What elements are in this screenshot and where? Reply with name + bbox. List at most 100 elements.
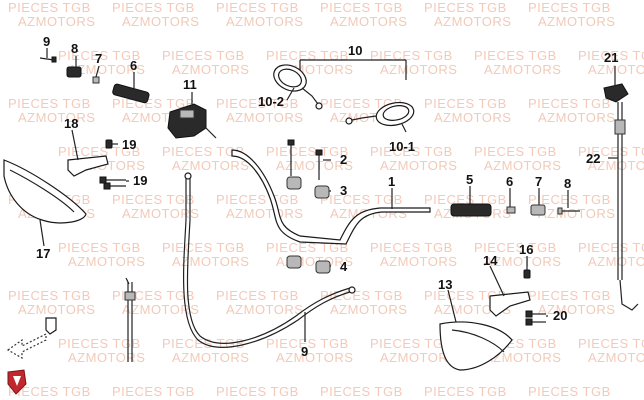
part-3-upper-clamps: [286, 176, 330, 199]
watermark-text-line1: PIECES TGB: [528, 192, 611, 207]
part-20-brake-lever: [603, 83, 629, 103]
watermark-text-line2: AZMOTORS: [122, 206, 199, 221]
watermark-text-line2: AZMOTORS: [380, 350, 457, 365]
callout-5-left: 6: [130, 58, 137, 73]
watermark-text-line1: PIECES TGB: [370, 336, 453, 351]
watermark-text-line1: PIECES TGB: [112, 0, 195, 15]
watermark-text-line1: PIECES TGB: [528, 384, 611, 399]
part-15-right-nut: [523, 269, 531, 279]
callout-10: 10: [348, 43, 362, 58]
part-10-mirrors: [273, 59, 415, 127]
callout-19-right: 20: [553, 308, 567, 323]
watermark-text-line2: AZMOTORS: [226, 110, 303, 125]
watermark-text-line2: AZMOTORS: [588, 62, 644, 77]
watermark-text-line2: AZMOTORS: [484, 350, 561, 365]
watermark-text-line1: PIECES TGB: [578, 240, 644, 255]
watermark-text-line2: AZMOTORS: [588, 158, 644, 173]
watermark-text-line1: PIECES TGB: [370, 144, 453, 159]
callout-10-1: 10-1: [389, 139, 415, 154]
watermark-text-line2: AZMOTORS: [380, 62, 457, 77]
watermark-text-line2: AZMOTORS: [172, 350, 249, 365]
watermark-text-line2: AZMOTORS: [538, 110, 615, 125]
watermark-text-line1: PIECES TGB: [58, 144, 141, 159]
watermark-text-line1: PIECES TGB: [162, 240, 245, 255]
watermark-text-line1: PIECES TGB: [8, 288, 91, 303]
watermark-text-line2: AZMOTORS: [538, 14, 615, 29]
watermark-text-line2: AZMOTORS: [18, 398, 95, 400]
callout-4: 4: [340, 259, 348, 274]
watermark-text-line2: AZMOTORS: [18, 302, 95, 317]
watermark-text-line1: PIECES TGB: [424, 192, 507, 207]
watermark-text-line1: PIECES TGB: [528, 288, 611, 303]
watermark-text-line2: AZMOTORS: [276, 158, 353, 173]
watermark-text-line2: AZMOTORS: [380, 158, 457, 173]
watermark-text-line1: PIECES TGB: [58, 240, 141, 255]
watermark-text-line1: PIECES TGB: [474, 48, 557, 63]
callout-2: 2: [340, 152, 347, 167]
callout-3: 3: [340, 183, 347, 198]
watermark-text-line1: PIECES TGB: [216, 192, 299, 207]
watermark-text-line1: PIECES TGB: [474, 240, 557, 255]
watermark-text-line2: AZMOTORS: [484, 62, 561, 77]
callout-9: 9: [301, 344, 308, 359]
watermark-text-line1: PIECES TGB: [8, 96, 91, 111]
watermark-text-line1: PIECES TGB: [216, 288, 299, 303]
watermark-text-line2: AZMOTORS: [68, 350, 145, 365]
part-8-bolt-left: [39, 56, 57, 63]
part-6-collar-left: [92, 76, 100, 84]
watermark-text-line2: AZMOTORS: [226, 398, 303, 400]
watermark-text-line1: PIECES TGB: [320, 384, 403, 399]
watermark-text-line2: AZMOTORS: [330, 14, 407, 29]
watermark-text-line1: PIECES TGB: [578, 144, 644, 159]
part-14-right-bracket: [489, 291, 531, 317]
part-4-lower-clamps: [286, 255, 331, 274]
watermark-text-line1: PIECES TGB: [370, 48, 453, 63]
watermark-text-line2: AZMOTORS: [226, 14, 303, 29]
watermark-text-line1: PIECES TGB: [58, 336, 141, 351]
watermark-text-line1: PIECES TGB: [216, 0, 299, 15]
callout-10-2: 10-2: [258, 94, 284, 109]
callout-15: 16: [519, 242, 533, 257]
part-16-left-handguard: [3, 159, 87, 224]
part-5-grip-left: [112, 83, 150, 104]
part-6-collar-right: [506, 206, 516, 214]
watermark-text-line2: AZMOTORS: [538, 398, 615, 400]
watermark-text-line1: PIECES TGB: [370, 240, 453, 255]
part-11-switch-housing: [167, 103, 217, 139]
callout-7-right: 7: [535, 174, 542, 189]
watermark-text-line1: PIECES TGB: [266, 336, 349, 351]
watermark-text-line2: AZMOTORS: [68, 254, 145, 269]
watermark-text-line1: PIECES TGB: [112, 384, 195, 399]
watermark-text-line2: AZMOTORS: [434, 398, 511, 400]
part-1-handlebar: [231, 149, 431, 245]
part-18-left-nut: [105, 139, 113, 149]
part-2-bolts: [287, 139, 323, 180]
brand-shield-logo-icon: [7, 369, 27, 395]
watermark-text-line2: AZMOTORS: [226, 302, 303, 317]
part-7-weight-left: [66, 66, 82, 78]
front-direction-arrow-icon: [6, 317, 57, 360]
watermark-text-line2: AZMOTORS: [226, 206, 303, 221]
watermark-text-line1: PIECES TGB: [424, 96, 507, 111]
watermark-text-line2: AZMOTORS: [122, 398, 199, 400]
watermark-text-line2: AZMOTORS: [538, 302, 615, 317]
watermark-text-line1: PIECES TGB: [216, 384, 299, 399]
watermark-text-line1: PIECES TGB: [58, 48, 141, 63]
watermark-text-line1: PIECES TGB: [528, 0, 611, 15]
part-7-weight-right: [530, 204, 546, 216]
watermark-text-line1: PIECES TGB: [528, 96, 611, 111]
watermark-text-line1: PIECES TGB: [424, 0, 507, 15]
part-9-throttle-cable: [182, 172, 356, 348]
watermark-text-line2: AZMOTORS: [484, 158, 561, 173]
callout-20: 21: [604, 50, 618, 65]
callout-6-right: 6: [506, 174, 513, 189]
callout-7-left: 8: [71, 41, 78, 56]
watermark-text-line2: AZMOTORS: [172, 158, 249, 173]
callout-6-left: 7: [95, 51, 102, 66]
watermark-text-line1: PIECES TGB: [112, 192, 195, 207]
watermark-text-line2: AZMOTORS: [68, 62, 145, 77]
watermark-text-line1: PIECES TGB: [320, 0, 403, 15]
watermark-text-line1: PIECES TGB: [216, 96, 299, 111]
part-19-right-screws: [525, 310, 546, 326]
callout-11: 11: [183, 77, 197, 92]
